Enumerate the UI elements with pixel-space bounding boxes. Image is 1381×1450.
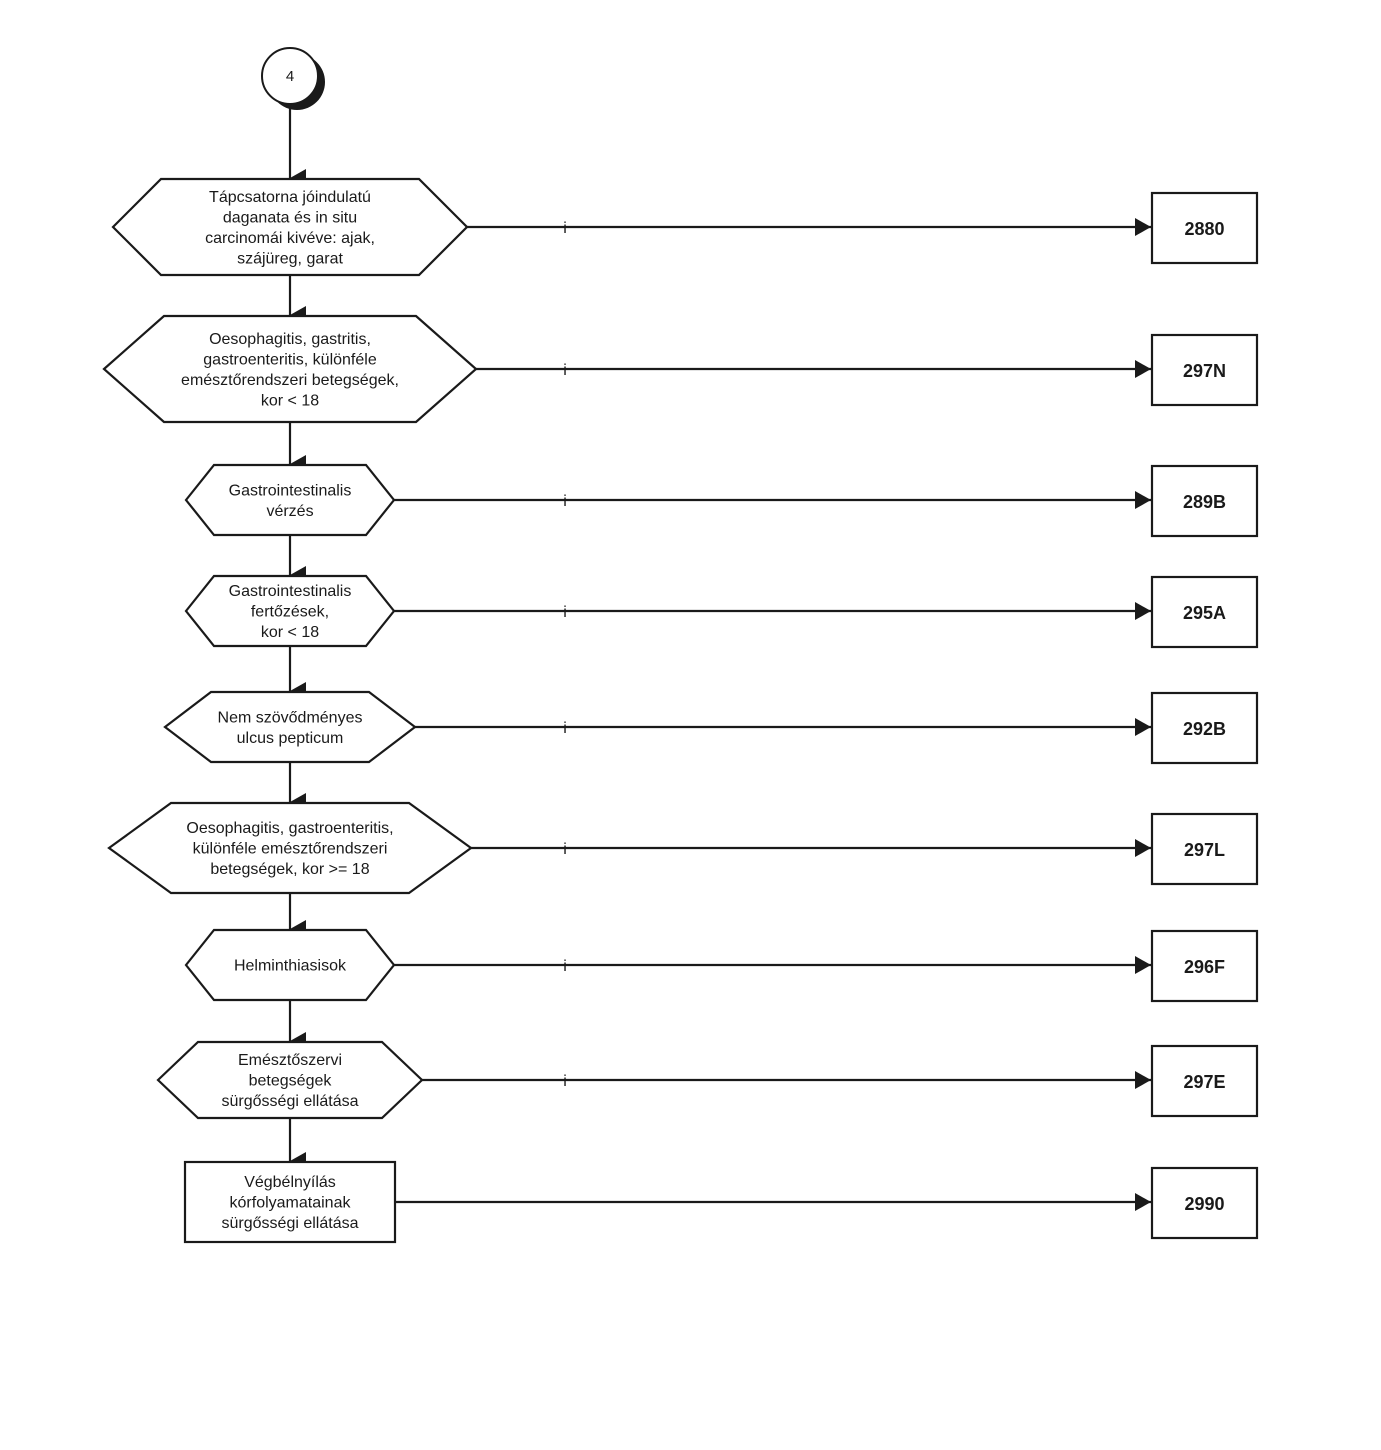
node-label-line: kor < 18 (261, 392, 319, 409)
target-box (1150, 333, 1259, 407)
branch-label: i (563, 493, 567, 510)
target-code: 297N (1183, 361, 1226, 381)
node-label-line: daganata és in situ (223, 209, 357, 226)
node-label-line: Tápcsatorna jóindulatú (209, 189, 371, 206)
decision-node (111, 177, 469, 277)
node-label-line: Gastrointestinalis (229, 482, 352, 499)
target-code: 2880 (1184, 219, 1224, 239)
process-node (183, 1160, 397, 1244)
target-code: 289B (1183, 492, 1226, 512)
node-label-line: kórfolyamatainak (230, 1195, 352, 1212)
node-label-line: Oesophagitis, gastritis, (209, 331, 371, 348)
node-label-line: carcinomái kivéve: ajak, (205, 230, 375, 247)
node-label-line: sürgősségi ellátása (222, 1093, 359, 1110)
node-label-line: Helminthiasisok (234, 958, 347, 975)
node-label-line: Gastrointestinalis (229, 583, 352, 600)
target-box (1150, 575, 1259, 649)
target-box (1150, 191, 1259, 265)
decision-node (184, 463, 396, 537)
decision-nodes: Tápcsatorna jóindulatú daganata és in sit… (102, 177, 478, 1244)
target-code: 292B (1183, 719, 1226, 739)
branch-label: i (563, 1073, 567, 1090)
target-box (1150, 812, 1259, 886)
decision-node (156, 1040, 424, 1120)
flow-edges: i i i i i i i i (288, 104, 1151, 1211)
target-code: 296F (1184, 957, 1225, 977)
node-label-line: vérzés (266, 503, 313, 520)
target-box (1150, 691, 1259, 765)
node-label-line: gastroenteritis, különféle (203, 351, 377, 368)
decision-node (107, 801, 473, 895)
target-code: 2990 (1184, 1194, 1224, 1214)
branch-label: i (563, 958, 567, 975)
target-boxes: 2880 297N 289B 295A 292B 297L 296F 297E 2990 (1150, 191, 1259, 1240)
node-label-line: betegségek, kor >= 18 (210, 861, 369, 878)
decision-node (163, 690, 417, 764)
target-code: 297L (1184, 840, 1225, 860)
node-label-line: Végbélnyílás (244, 1174, 336, 1191)
decision-node (102, 314, 478, 424)
node-label-line: kor < 18 (261, 624, 319, 641)
node-label-line: Emésztőszervi (238, 1052, 342, 1069)
target-box (1150, 1044, 1259, 1118)
node-label-line: Oesophagitis, gastroenteritis, (186, 820, 393, 837)
node-label-line: betegségek (249, 1073, 333, 1090)
decision-node (184, 574, 396, 648)
target-box (1150, 1166, 1259, 1240)
node-label-line: szájüreg, garat (237, 250, 343, 267)
branch-label: i (563, 720, 567, 737)
target-code: 297E (1183, 1072, 1225, 1092)
decision-node (184, 928, 396, 1002)
branch-label: i (563, 362, 567, 379)
start-connector: 4 (261, 47, 325, 110)
node-label-line: Nem szövődményes (218, 709, 363, 726)
target-box (1150, 929, 1259, 1003)
branch-label: i (563, 220, 567, 237)
target-box (1150, 464, 1259, 538)
node-label-line: fertőzések, (251, 604, 329, 621)
branch-label: i (563, 841, 567, 858)
node-label-line: különféle emésztőrendszeri (193, 841, 388, 858)
node-label-line: ulcus pepticum (237, 730, 344, 747)
branch-label: i (563, 604, 567, 621)
target-code: 295A (1183, 603, 1226, 623)
connector-label: 4 (286, 68, 294, 85)
node-label-line: emésztőrendszeri betegségek, (181, 372, 399, 389)
node-label-line: sürgősségi ellátása (222, 1215, 359, 1232)
